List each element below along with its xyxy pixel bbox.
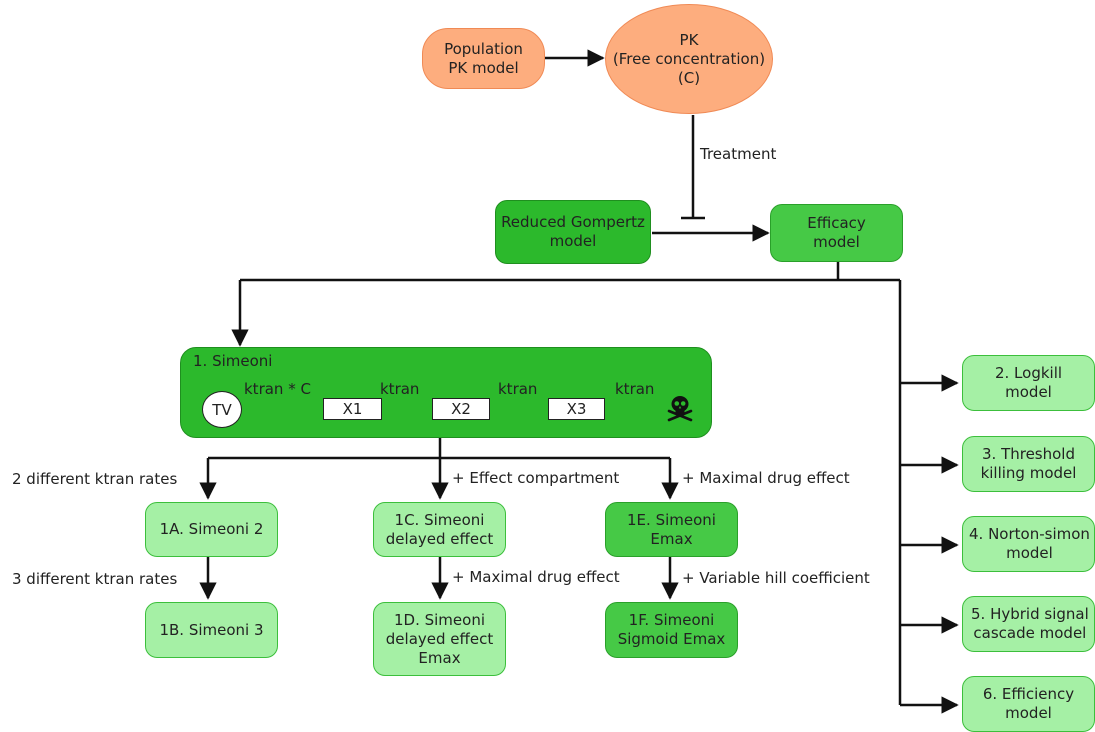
- treatment-label: Treatment: [700, 145, 777, 163]
- skull-crossbones-icon: [667, 396, 693, 422]
- ktran-label-1: ktran: [380, 380, 420, 398]
- maximal-drug-effect-label-2: + Maximal drug effect: [452, 568, 620, 586]
- ktran-c-label: ktran * C: [244, 380, 311, 398]
- simeoni-1c-node: 1C. Simeoni delayed effect: [373, 502, 506, 557]
- simeoni-1a-node: 1A. Simeoni 2: [145, 502, 278, 557]
- simeoni-1e-node: 1E. Simeoni Emax: [605, 502, 738, 557]
- logkill-model-node: 2. Logkill model: [962, 355, 1095, 411]
- ktran-label-2: ktran: [498, 380, 538, 398]
- three-ktran-rates-label: 3 different ktran rates: [12, 570, 178, 588]
- simeoni-1b-node: 1B. Simeoni 3: [145, 602, 278, 658]
- hybrid-signal-cascade-node: 5. Hybrid signal cascade model: [962, 596, 1095, 652]
- tv-circle: TV: [202, 391, 242, 428]
- simeoni-1d-node: 1D. Simeoni delayed effect Emax: [373, 602, 506, 676]
- norton-simon-node: 4. Norton-simon model: [962, 516, 1095, 572]
- efficacy-model-node: Efficacy model: [770, 204, 903, 262]
- x1-compartment: X1: [323, 398, 382, 420]
- x2-compartment: X2: [432, 398, 490, 420]
- simeoni-container: [180, 347, 712, 438]
- simeoni-title: 1. Simeoni: [193, 352, 273, 370]
- ktran-label-3: ktran: [615, 380, 655, 398]
- variable-hill-label: + Variable hill coefficient: [682, 569, 870, 587]
- threshold-killing-node: 3. Threshold killing model: [962, 436, 1095, 492]
- simeoni-1f-node: 1F. Simeoni Sigmoid Emax: [605, 602, 738, 658]
- two-ktran-rates-label: 2 different ktran rates: [12, 470, 178, 488]
- reduced-gompertz-node: Reduced Gompertz model: [495, 200, 651, 264]
- maximal-drug-effect-label-1: + Maximal drug effect: [682, 469, 850, 487]
- efficiency-model-node: 6. Efficiency model: [962, 676, 1095, 732]
- right-models-clip: 2. Logkill model 3. Threshold killing mo…: [960, 353, 1095, 732]
- effect-compartment-label: + Effect compartment: [452, 469, 620, 487]
- pk-concentration-node: PK (Free concentration) (C): [605, 4, 773, 114]
- x3-compartment: X3: [548, 398, 605, 420]
- population-pk-node: Population PK model: [422, 28, 545, 89]
